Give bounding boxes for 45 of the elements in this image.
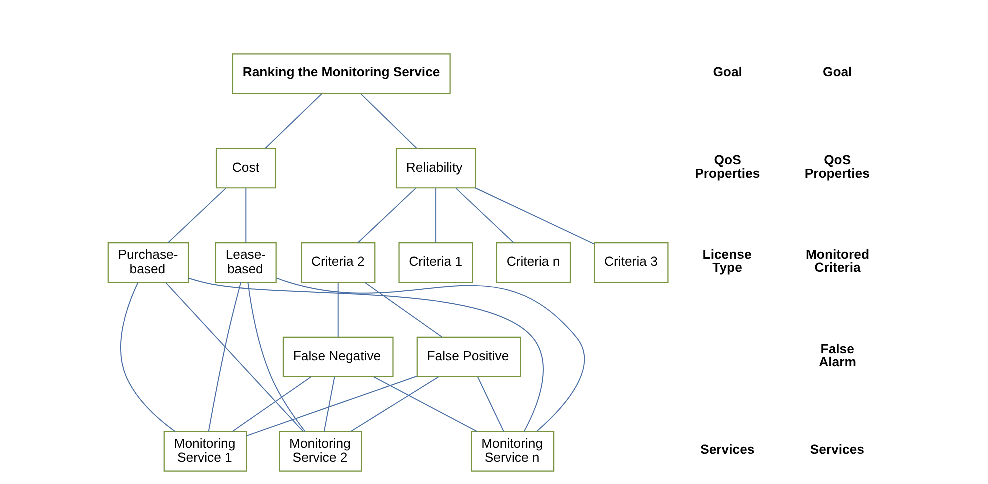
node-box: Criteria n [496, 242, 571, 284]
node-box: False Positive [416, 336, 521, 378]
node-box: Criteria 2 [300, 242, 376, 284]
connector [188, 278, 544, 432]
label: Goal [822, 64, 852, 80]
label: License Type [702, 247, 752, 276]
connector [208, 282, 242, 432]
connector [247, 282, 306, 432]
connector [245, 188, 246, 244]
label: Goal [712, 64, 742, 80]
label: QoS Properties [804, 152, 870, 181]
connector [360, 94, 417, 149]
node-box: Criteria 3 [594, 242, 668, 284]
connector [435, 188, 436, 244]
node-box: Monitoring Service n [470, 431, 554, 472]
connector [232, 376, 312, 432]
connector [455, 188, 514, 244]
connector [276, 278, 585, 432]
label: False Alarm [818, 341, 856, 370]
node-box: Monitoring Service 1 [163, 431, 247, 472]
connector [164, 282, 304, 432]
label: Services [810, 442, 864, 457]
node-box: Reliability [395, 148, 476, 189]
connector [120, 282, 176, 432]
node-box: Criteria 1 [398, 242, 473, 284]
node-box: Monitoring Service 2 [278, 431, 362, 472]
connector [373, 376, 478, 432]
connector [337, 282, 338, 338]
connector [474, 188, 595, 245]
label: Services [700, 442, 754, 457]
connector [364, 282, 442, 338]
node-box: Cost [215, 148, 276, 189]
node-box: Lease-based [214, 242, 276, 284]
connector [477, 376, 504, 432]
connector [323, 376, 335, 432]
node-box: False Negative [282, 336, 394, 378]
connector [167, 188, 226, 244]
connector [357, 188, 416, 244]
node-box: Purchase-based [107, 242, 189, 284]
connector [246, 376, 418, 437]
node-box: Ranking the Monitoring Service [232, 54, 450, 94]
label: Monitored Criteria [805, 247, 870, 276]
label: QoS Properties [694, 152, 760, 181]
connector [264, 94, 322, 149]
connector [350, 376, 439, 432]
